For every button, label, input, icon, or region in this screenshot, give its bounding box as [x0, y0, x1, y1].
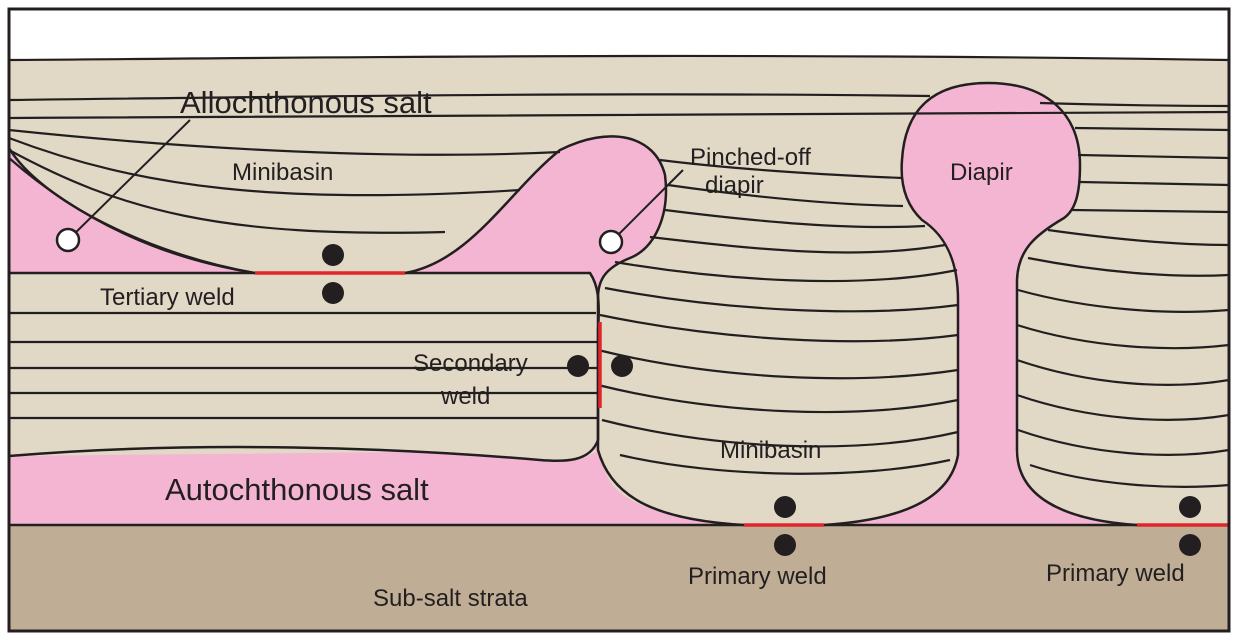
label-pinched-off-1: Pinched-off	[690, 144, 811, 171]
label-tertiary-weld: Tertiary weld	[100, 284, 235, 311]
label-diapir: Diapir	[950, 159, 1013, 186]
label-minibasin-upper: Minibasin	[232, 159, 333, 186]
allochthonous-marker	[57, 229, 79, 251]
label-secondary-weld-1: Secondary	[413, 350, 528, 377]
tertiary-weld-dot-bottom	[322, 282, 344, 304]
primary-weld-dot-bottom-center	[774, 534, 796, 556]
label-primary-weld-right: Primary weld	[1046, 560, 1185, 587]
primary-weld-dot-top-center	[774, 496, 796, 518]
label-sub-salt-strata: Sub-salt strata	[373, 585, 528, 612]
label-autochthonous-salt: Autochthonous salt	[165, 472, 429, 507]
tertiary-weld-dot-top	[322, 244, 344, 266]
secondary-weld-dot-right	[611, 355, 633, 377]
primary-weld-dot-bottom-right	[1179, 534, 1201, 556]
label-pinched-off-2: diapir	[705, 172, 764, 199]
primary-weld-dot-top-right	[1179, 496, 1201, 518]
label-secondary-weld-2: weld	[440, 383, 490, 410]
label-minibasin-lower: Minibasin	[720, 437, 821, 464]
secondary-weld-dot-left	[567, 355, 589, 377]
label-allochthonous-salt: Allochthonous salt	[180, 85, 432, 120]
pinched-off-marker	[600, 231, 622, 253]
label-primary-weld-center: Primary weld	[688, 563, 827, 590]
